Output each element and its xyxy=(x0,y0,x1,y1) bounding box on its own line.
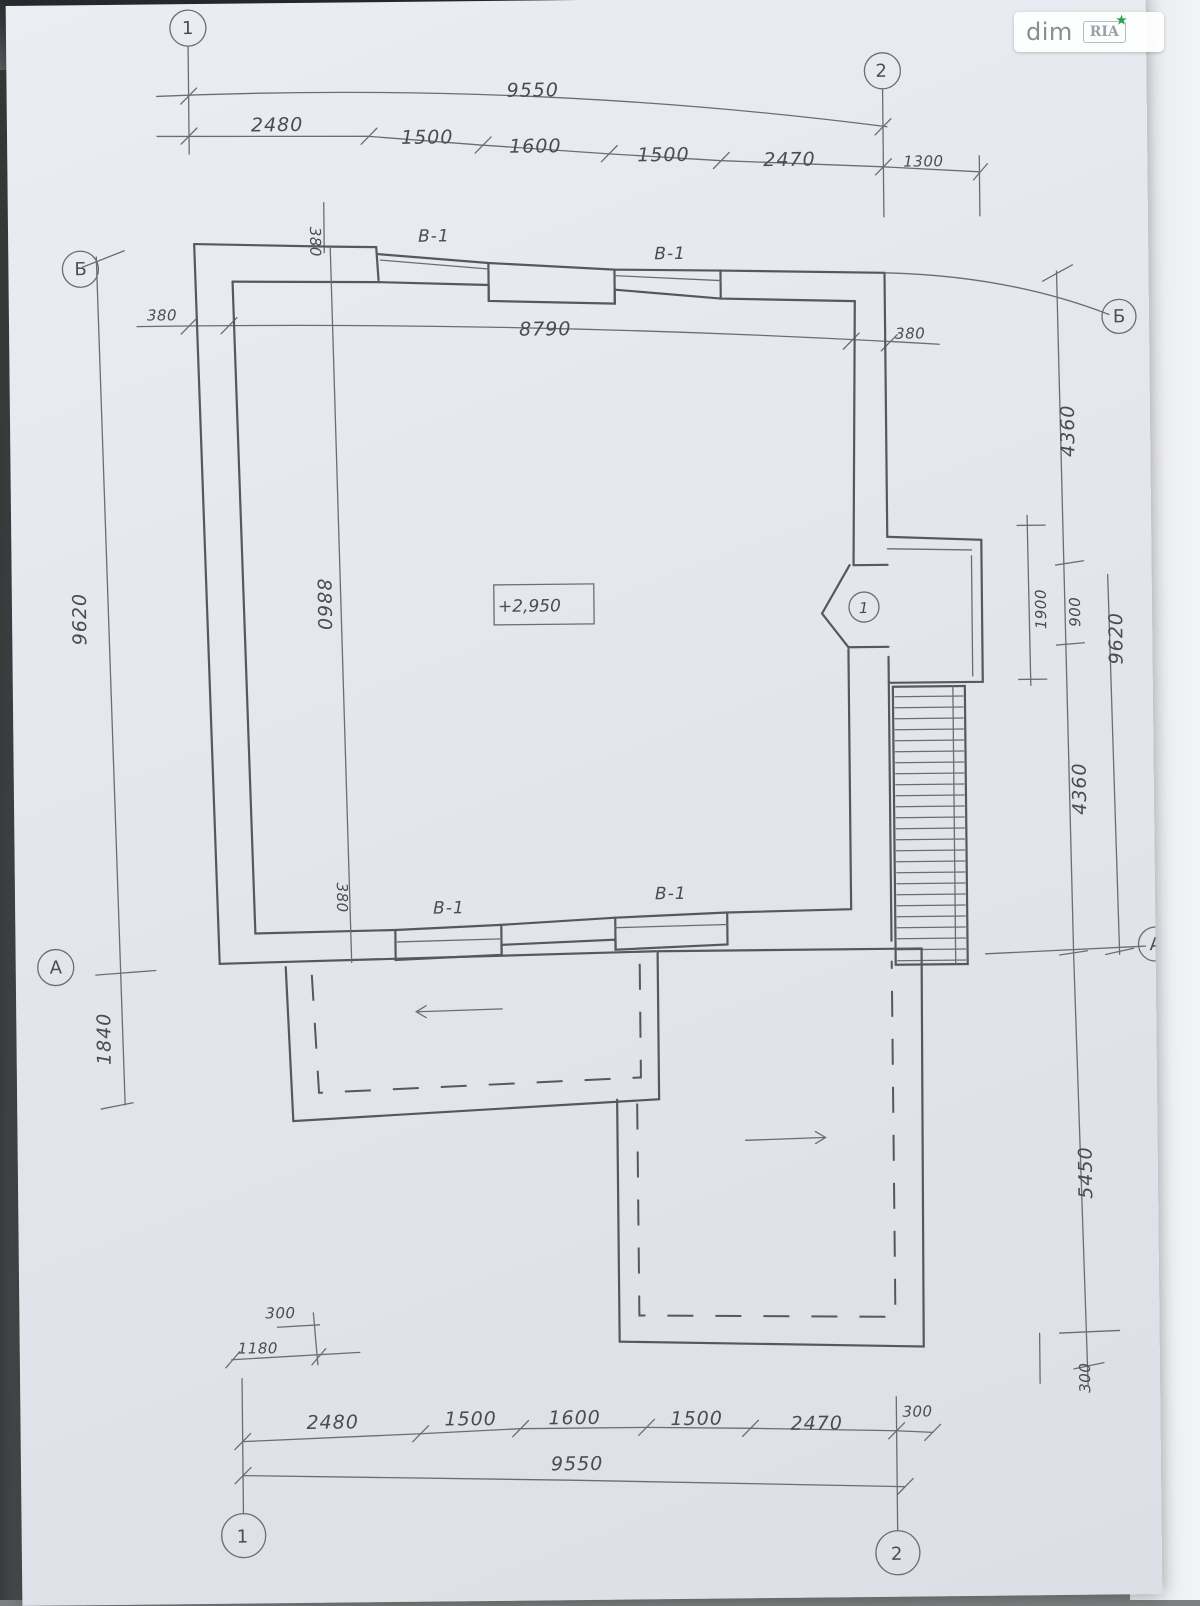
dim-text: 9550 xyxy=(506,79,559,102)
axis-label: 2 xyxy=(891,1544,903,1565)
dim-text: 1500 xyxy=(444,1408,497,1431)
dim-text: 380 xyxy=(147,306,177,324)
axis-marker-2-top: 2 xyxy=(864,53,900,89)
star-icon: ★ xyxy=(1116,13,1127,27)
axis-label: А xyxy=(50,957,63,978)
dim-text: 1500 xyxy=(637,144,690,167)
window-label-top-right: В-1 xyxy=(654,244,686,264)
dim-text: 1500 xyxy=(401,126,454,149)
left-dimension-chain: 9620 1840 xyxy=(65,251,157,1110)
stair-tread xyxy=(897,872,965,873)
stair-tread xyxy=(897,883,965,884)
inner-width-dimension: 380 8790 380 xyxy=(137,298,940,358)
dim-text: 2480 xyxy=(251,114,304,137)
window-label-bottom-left: В-1 xyxy=(433,898,465,918)
elevation-text: +2,950 xyxy=(498,596,561,617)
axis-label: 1 xyxy=(182,18,194,39)
floor-plan-drawing: 1 2 1 2 Б Б А А 9550 xyxy=(6,0,1163,1606)
door-marker-label: 1 xyxy=(859,599,869,617)
stair-tread xyxy=(896,762,964,763)
stair-tread xyxy=(896,828,964,829)
stair-tread xyxy=(896,839,964,840)
dim-text: 9620 xyxy=(1105,612,1128,665)
stair-tread xyxy=(897,938,965,939)
stair-tread xyxy=(895,740,963,741)
watermark-badge-text: RIA xyxy=(1090,24,1119,40)
bottom-dimension-overall: 9550 xyxy=(235,1450,913,1502)
side-vestibule xyxy=(887,536,983,683)
dim-text: 9620 xyxy=(69,593,92,646)
stair-tread xyxy=(896,817,964,818)
stair-tread xyxy=(895,729,963,730)
dim-text: 300 xyxy=(1076,1363,1094,1393)
watermark-text: dim xyxy=(1026,18,1073,46)
elevation-mark: +2,950 xyxy=(494,584,594,625)
staircase xyxy=(893,686,968,965)
axis-marker-1-top: 1 xyxy=(170,10,206,46)
dim-text: 1840 xyxy=(93,1013,116,1066)
window-label-top-left: В-1 xyxy=(418,226,450,246)
axis-label: Б xyxy=(1113,306,1126,327)
dim-text: 900 xyxy=(1066,597,1084,627)
dim-text: 8790 xyxy=(519,318,572,341)
dim-text: 1600 xyxy=(548,1407,601,1430)
terrace-right xyxy=(616,948,926,1349)
stair-tread xyxy=(896,806,964,807)
bottom-small-dims: 300 1180 xyxy=(225,1303,360,1367)
dimria-watermark: dim RIA ★ xyxy=(1014,12,1164,52)
dim-text: 300 xyxy=(265,1304,295,1322)
dim-text: 300 xyxy=(902,1402,932,1420)
watermark-badge: RIA ★ xyxy=(1083,21,1126,43)
axis-marker-a-left: А xyxy=(38,949,74,985)
stair-tread xyxy=(896,784,964,785)
stair-tread xyxy=(895,718,963,719)
dim-text: 5450 xyxy=(1075,1146,1098,1199)
dim-text: 1500 xyxy=(670,1408,723,1431)
dim-text: 8860 xyxy=(313,579,336,632)
dim-text: 2470 xyxy=(763,149,816,172)
dim-text: 380 xyxy=(306,227,324,257)
axis-label: 2 xyxy=(875,61,887,82)
stair-tread xyxy=(897,927,965,928)
dim-text: 4360 xyxy=(1057,404,1080,457)
window-label-bottom-right: В-1 xyxy=(655,884,687,904)
drawing-sheet: 1 2 1 2 Б Б А А 9550 xyxy=(6,0,1163,1606)
bottom-dimension-chain: 2480 1500 1600 1500 2470 300 xyxy=(234,1402,940,1449)
stair-tread xyxy=(897,850,965,851)
stair-tread xyxy=(896,795,964,796)
dim-text: 1180 xyxy=(238,1339,278,1357)
stair-tread xyxy=(896,751,964,752)
axis-label: Б xyxy=(74,259,87,280)
dim-text: 9550 xyxy=(551,1453,604,1476)
axis-marker-b-left: Б xyxy=(62,251,98,287)
dim-text: 2480 xyxy=(306,1411,359,1434)
axis-marker-b-right: Б xyxy=(1102,299,1136,333)
dim-text: 1900 xyxy=(1032,589,1050,629)
stair-tread xyxy=(898,960,966,961)
stair-tread xyxy=(895,707,963,708)
stair-tread xyxy=(896,773,964,774)
right-dimension-chain: 4360 1900 900 9620 4360 5450 300 xyxy=(884,264,1150,1395)
stair-tread xyxy=(897,905,965,906)
stair-tread xyxy=(895,696,963,697)
dim-text: 1300 xyxy=(903,152,943,170)
dim-text: 2470 xyxy=(790,1412,843,1435)
dim-text: 380 xyxy=(895,324,925,342)
stair-tread xyxy=(897,894,965,895)
terrace-left xyxy=(286,951,660,1121)
stair-tread xyxy=(897,916,965,917)
dim-text: 1600 xyxy=(509,135,562,158)
stair-tread xyxy=(897,861,965,862)
dim-text: 4360 xyxy=(1069,762,1092,815)
axis-label: 1 xyxy=(237,1527,249,1548)
door-opening: 1 xyxy=(822,565,889,648)
axis-marker-2-bottom: 2 xyxy=(876,1531,920,1575)
axis-marker-1-bottom: 1 xyxy=(221,1513,265,1557)
dim-text: 380 xyxy=(333,882,351,912)
